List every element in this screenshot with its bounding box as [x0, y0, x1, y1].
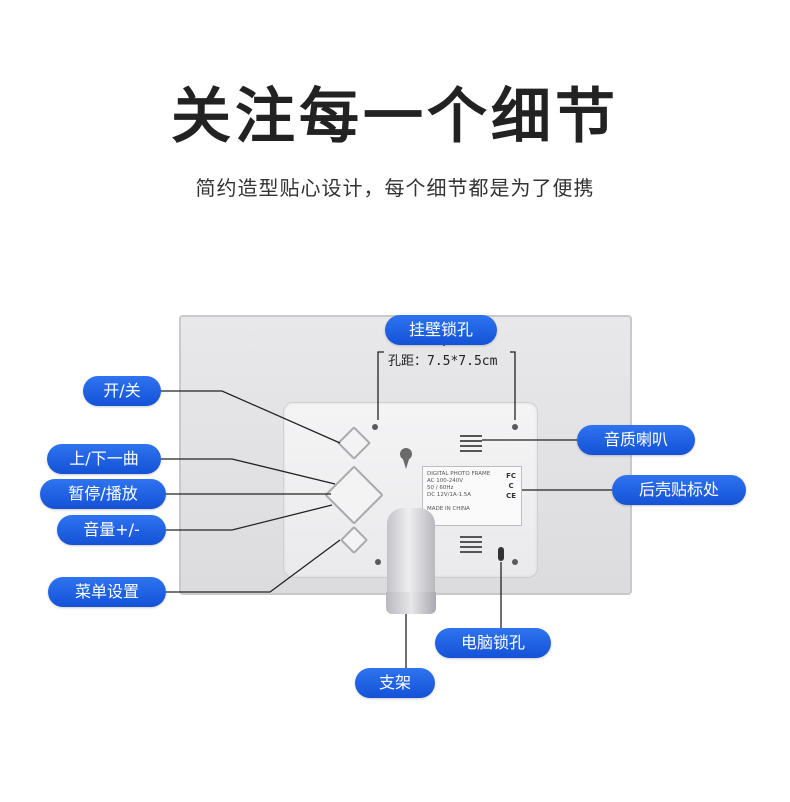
ce-mark: CE [506, 492, 516, 500]
rear-label-sticker: DIGITAL PHOTO FRAME AC 100-240V 50 / 60H… [422, 466, 522, 526]
stand [387, 508, 435, 598]
callout-menu: 菜单设置 [48, 577, 166, 607]
mount-hole-right [512, 424, 518, 430]
page-subtitle: 简约造型贴心设计，每个细节都是为了便携 [195, 176, 595, 200]
label-line: AC 100-240V [427, 478, 463, 484]
label-line: DIGITAL PHOTO FRAME [427, 471, 491, 477]
label-line: DC 12V/1A-1.5A [427, 492, 472, 498]
callout-speaker: 音质喇叭 [577, 425, 695, 455]
callout-wall-mount: 挂壁锁孔 [385, 315, 497, 345]
callout-volume: 音量+/- [57, 515, 166, 545]
pc-lock-slot [498, 547, 504, 561]
page-title: 关注每一个细节 [171, 82, 619, 152]
screw-hole-left [375, 559, 381, 565]
callout-power: 开/关 [83, 376, 161, 406]
callout-stand: 支架 [355, 668, 435, 698]
keyhole-icon [400, 448, 412, 469]
callout-pause-play: 暂停/播放 [40, 479, 166, 509]
speaker-grille-bottom [460, 536, 482, 556]
c-mark: C [508, 482, 514, 490]
stand-base [386, 592, 436, 614]
label-line: MADE IN CHINA [427, 506, 470, 512]
hole-distance-text: 孔距：7.5*7.5cm [388, 354, 498, 369]
label-line: 50 / 60Hz [427, 485, 454, 491]
callout-pc-lock: 电脑锁孔 [435, 628, 551, 658]
screw-hole-right [512, 559, 518, 565]
callout-prev-next: 上/下一曲 [47, 444, 161, 474]
speaker-grille-top [460, 435, 482, 455]
fc-mark: FC [506, 472, 516, 480]
callout-sticker: 后壳贴标处 [612, 475, 746, 505]
mount-hole-left [372, 424, 378, 430]
